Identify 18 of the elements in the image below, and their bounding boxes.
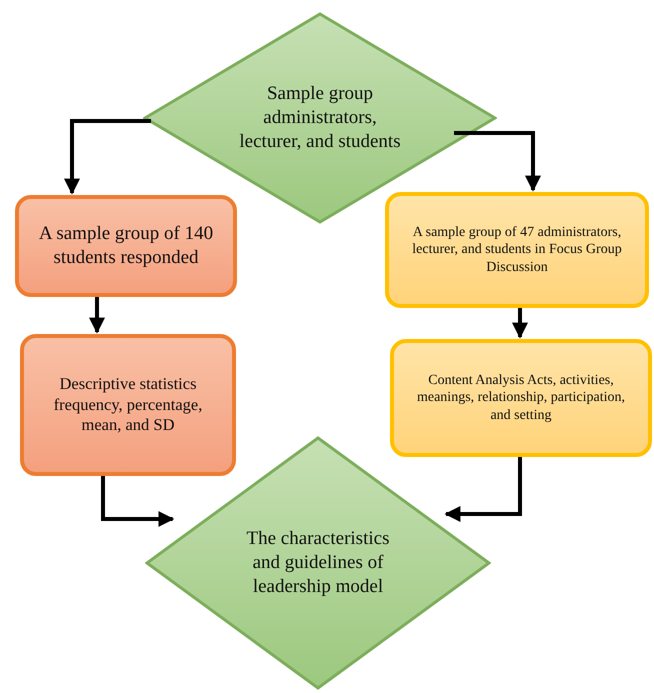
arrow: [512, 308, 528, 339]
process-box: [20, 334, 236, 476]
diamond-shape: [145, 436, 491, 690]
node-text: Sample group administrators, lecturer, and students: [238, 82, 402, 154]
node-text: A sample group of 47 administrators, lecturer, and students in Focus Group Discussion: [411, 224, 623, 276]
arrow: [89, 297, 105, 334]
node-text: The characteristics and guidelines of leadership model: [246, 527, 390, 599]
arrow: [444, 457, 522, 522]
process-box: [390, 339, 652, 457]
arrow: [101, 476, 174, 527]
node-text: A sample group of 140 students responded: [38, 222, 214, 270]
arrow: [64, 119, 151, 195]
node-text: Content Analysis Acts, activities, meanings, relationship, participation, and setting: [416, 372, 626, 424]
process-box: [385, 192, 649, 308]
node-text: Descriptive statistics frequency, percentage, mean, and SD: [52, 374, 204, 436]
arrow: [454, 131, 541, 192]
diamond-shape: [143, 12, 497, 224]
process-box: [15, 195, 237, 297]
